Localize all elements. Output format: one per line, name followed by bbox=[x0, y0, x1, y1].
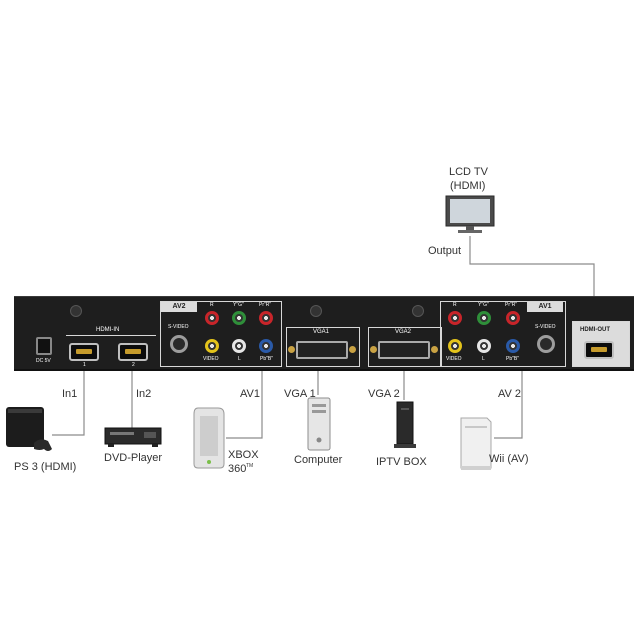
av2-pb-port[interactable] bbox=[259, 339, 273, 353]
av1-prr-label: Pr"R" bbox=[505, 302, 518, 308]
wii-icon bbox=[460, 417, 492, 470]
device-label-ps3: PS 3 (HDMI) bbox=[14, 461, 77, 473]
xbox-360-icon bbox=[193, 407, 225, 469]
hdmi-in-title: HDMI-IN bbox=[96, 327, 120, 333]
vga1-frame bbox=[286, 327, 360, 367]
av2-audio-l-port[interactable] bbox=[232, 339, 246, 353]
av2-r-label: R bbox=[210, 302, 214, 308]
av1-frame bbox=[440, 301, 566, 367]
av2-audio-r-port[interactable] bbox=[205, 311, 219, 325]
dvd-player-icon bbox=[104, 427, 162, 447]
av2-l-label: L bbox=[238, 356, 241, 362]
computer-icon bbox=[307, 397, 331, 451]
device-label-computer: Computer bbox=[294, 454, 343, 466]
vga1-port[interactable] bbox=[288, 341, 356, 359]
av2-svideo-port[interactable] bbox=[170, 335, 188, 353]
av1-video-label: VIDEO bbox=[446, 356, 462, 362]
hdmi-out-port[interactable] bbox=[584, 341, 614, 359]
port-label-av1: AV1 bbox=[240, 388, 260, 400]
av1-video-port[interactable] bbox=[448, 339, 462, 353]
device-label-xbox-tm: TM bbox=[246, 463, 254, 469]
switch-panel: DC 5V HDMI-IN 1 2 AV2 S-VIDEO R Y"G" Pr"… bbox=[14, 296, 634, 371]
hdmi-in-2-label: 2 bbox=[132, 362, 135, 368]
av2-prr-label: Pr"R" bbox=[259, 302, 272, 308]
av1-yg-label: Y"G" bbox=[478, 302, 489, 308]
vga2-frame bbox=[368, 327, 442, 367]
av1-svideo-label: S-VIDEO bbox=[535, 324, 556, 330]
vga2-title: VGA2 bbox=[395, 329, 412, 335]
screw-icon bbox=[310, 305, 322, 317]
av1-r-label: R bbox=[453, 302, 457, 308]
hdmi-in-2-port[interactable] bbox=[118, 343, 148, 361]
screw-icon bbox=[70, 305, 82, 317]
av1-pb-port[interactable] bbox=[506, 339, 520, 353]
av1-l-label: L bbox=[482, 356, 485, 362]
vga2-port[interactable] bbox=[370, 341, 438, 359]
device-label-xbox-line2: 360 bbox=[228, 463, 247, 475]
iptv-box-icon bbox=[394, 401, 416, 448]
device-label-dvd: DVD-Player bbox=[104, 452, 163, 464]
tv-sub: (HDMI) bbox=[450, 180, 486, 192]
device-label-wii: Wii (AV) bbox=[489, 453, 529, 465]
av2-video-label: VIDEO bbox=[203, 356, 219, 362]
port-label-in2: In2 bbox=[136, 388, 152, 400]
av1-pr-port[interactable] bbox=[506, 311, 520, 325]
av2-title: AV2 bbox=[161, 302, 197, 312]
port-label-vga1: VGA 1 bbox=[284, 388, 316, 400]
dc-label: DC 5V bbox=[36, 358, 51, 364]
av1-title: AV1 bbox=[527, 302, 563, 312]
port-label-in1: In1 bbox=[62, 388, 78, 400]
device-label-iptv: IPTV BOX bbox=[376, 456, 427, 468]
device-label-xbox: XBOX bbox=[228, 449, 259, 461]
av2-video-port[interactable] bbox=[205, 339, 219, 353]
av1-y-port[interactable] bbox=[477, 311, 491, 325]
tv-output-label: Output bbox=[428, 245, 462, 257]
screw-icon bbox=[412, 305, 424, 317]
ps3-icon bbox=[6, 407, 52, 451]
vga1-title: VGA1 bbox=[313, 329, 330, 335]
av2-svideo-label: S-VIDEO bbox=[168, 324, 189, 330]
port-label-av2: AV 2 bbox=[498, 388, 522, 400]
av1-audio-l-port[interactable] bbox=[477, 339, 491, 353]
hdmi-in-1-label: 1 bbox=[83, 362, 86, 368]
port-label-vga2: VGA 2 bbox=[368, 388, 400, 400]
av1-audio-r-port[interactable] bbox=[448, 311, 462, 325]
dc-jack[interactable] bbox=[36, 337, 52, 355]
av1-pbb-label: Pb"B" bbox=[506, 356, 520, 362]
hdmi-in-frame bbox=[66, 335, 156, 336]
av2-frame bbox=[160, 301, 282, 367]
lcd-tv-icon bbox=[445, 195, 495, 233]
av2-pbb-label: Pb"B" bbox=[260, 356, 274, 362]
av2-y-port[interactable] bbox=[232, 311, 246, 325]
tv-name: LCD TV bbox=[449, 166, 488, 178]
av1-svideo-port[interactable] bbox=[537, 335, 555, 353]
av2-pr-port[interactable] bbox=[259, 311, 273, 325]
hdmi-out-title: HDMI-OUT bbox=[580, 327, 610, 333]
hdmi-in-1-port[interactable] bbox=[69, 343, 99, 361]
av2-yg-label: Y"G" bbox=[233, 302, 244, 308]
